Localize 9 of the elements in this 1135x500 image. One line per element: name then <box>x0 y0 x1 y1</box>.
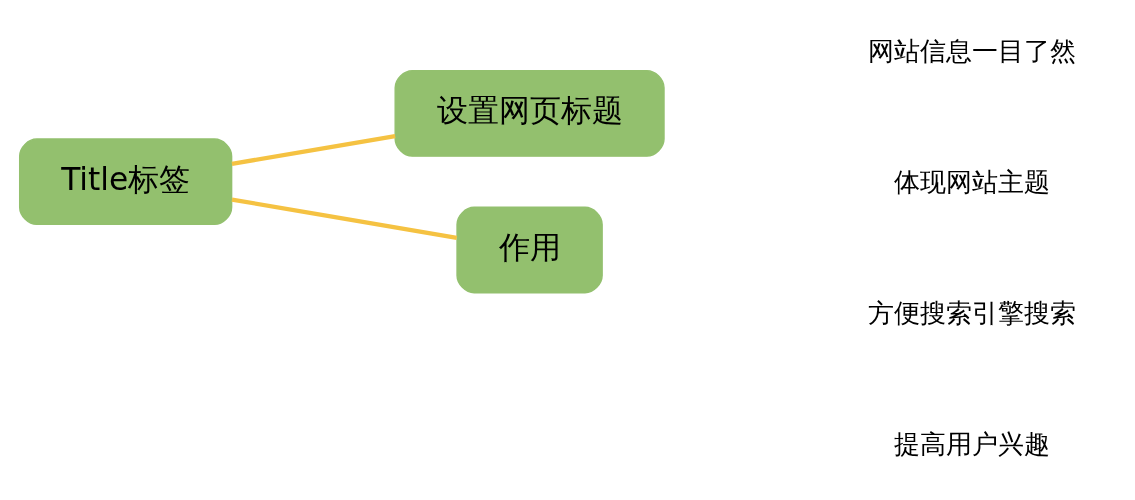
node-box: 作用 <box>455 206 603 294</box>
label: 网站信息一目了然 <box>867 35 1076 66</box>
connector <box>231 197 457 240</box>
label: 提高用户兴趣 <box>893 428 1050 459</box>
connector <box>231 134 396 166</box>
node-box: 设置网页标题 <box>394 70 665 157</box>
label: 方便搜索引擎搜索 <box>867 297 1076 328</box>
node-box: Title标签 <box>18 138 232 226</box>
label: 体现网站主题 <box>893 166 1050 197</box>
